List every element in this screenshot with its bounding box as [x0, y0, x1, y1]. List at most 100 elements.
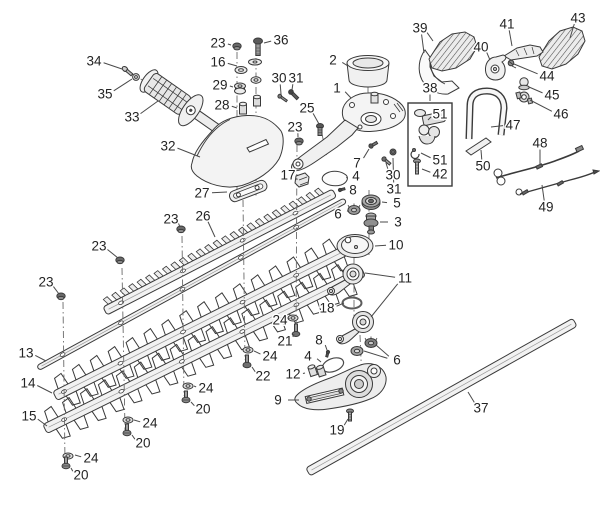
- screw-30-top: [277, 93, 289, 103]
- callout-30: 30: [271, 71, 286, 86]
- bracket-40: [485, 54, 507, 81]
- screw-8-lower: [325, 349, 331, 358]
- callout-24: 24: [83, 451, 99, 466]
- callout-34: 34: [86, 54, 102, 69]
- bolt-21: [291, 323, 301, 337]
- callout-17: 17: [280, 168, 295, 183]
- callout-24: 24: [262, 349, 278, 364]
- screw-30-right: [381, 156, 392, 166]
- bolt-36: [253, 37, 263, 56]
- blade-part-15: [43, 263, 365, 439]
- callout-24: 24: [142, 416, 158, 431]
- blade-washers-24: [62, 314, 299, 460]
- callout-51: 51: [432, 107, 447, 122]
- handle-washer-35: [132, 73, 140, 81]
- screw-44: [507, 59, 517, 69]
- callout-18: 18: [319, 301, 334, 316]
- callout-27: 27: [194, 186, 209, 201]
- gearbox-housing-9: [294, 363, 387, 411]
- gearcase-housing-1: [291, 91, 406, 172]
- locknut-23-top: [232, 42, 242, 51]
- callout-15: 15: [21, 409, 36, 424]
- throttle-cable-49: [515, 169, 600, 196]
- engine-starter-39: [418, 31, 478, 95]
- callout-33: 33: [124, 110, 139, 125]
- callout-24: 24: [272, 313, 288, 328]
- gasket-4-upper: [321, 170, 348, 187]
- blades-layer: [37, 187, 577, 476]
- callout-8: 8: [315, 333, 323, 348]
- callout-31: 31: [386, 182, 401, 197]
- blade-part-26: [102, 187, 336, 315]
- callout-26: 26: [195, 209, 210, 224]
- callout-10: 10: [388, 238, 403, 253]
- washers-16: [234, 58, 262, 84]
- callout-21: 21: [277, 334, 292, 349]
- callout-49: 49: [538, 200, 553, 215]
- throttle-lever-41: [503, 44, 544, 61]
- callout-4: 4: [304, 349, 312, 364]
- bolt-22: [242, 354, 252, 369]
- leader-lines: [35, 23, 575, 472]
- callout-30: 30: [385, 168, 400, 183]
- flanged-nut-29: [234, 82, 246, 95]
- clamp-46: [515, 91, 534, 105]
- clip-17: [294, 172, 310, 188]
- spacers-28: [239, 94, 261, 115]
- callout-23: 23: [287, 120, 302, 135]
- blade-part-13: [37, 198, 347, 370]
- callout-11: 11: [398, 271, 412, 286]
- callout-23: 23: [91, 239, 106, 254]
- callout-24: 24: [198, 381, 214, 396]
- clutch-drum-2: [346, 55, 390, 88]
- callout-38: 38: [422, 81, 437, 96]
- callout-51: 51: [432, 153, 447, 168]
- bracket-12: [307, 364, 327, 378]
- callout-48: 48: [532, 136, 547, 151]
- callout-39: 39: [412, 21, 427, 36]
- callout-7: 7: [353, 156, 361, 171]
- parts-layer: [56, 26, 600, 470]
- screw-25: [316, 123, 324, 136]
- cylinder-module-43: [538, 26, 586, 70]
- callout-6: 6: [334, 207, 342, 222]
- callout-5: 5: [393, 196, 401, 211]
- callout-46: 46: [553, 107, 568, 122]
- callout-43: 43: [570, 11, 585, 26]
- screw-8-upper: [337, 187, 346, 193]
- callout-44: 44: [539, 69, 555, 84]
- connecting-rod-11-upper: [327, 263, 364, 296]
- callout-23: 23: [38, 275, 53, 290]
- callout-41: 41: [499, 17, 514, 32]
- callout-36: 36: [273, 33, 288, 48]
- handle-screw-34: [121, 65, 134, 77]
- callout-20: 20: [73, 468, 88, 483]
- callout-50: 50: [475, 159, 490, 174]
- callout-14: 14: [20, 376, 36, 391]
- mount-strip-50: [465, 137, 492, 156]
- screw-31-top: [288, 89, 300, 101]
- callout-29: 29: [212, 78, 227, 93]
- connecting-rod-11-lower: [336, 311, 374, 345]
- callout-25: 25: [299, 101, 314, 116]
- screw-7: [368, 140, 379, 149]
- callout-9: 9: [274, 393, 282, 408]
- carburetor-kit-box-38: [407, 102, 453, 187]
- callout-13: 13: [18, 346, 33, 361]
- spacer-ring-18: [341, 296, 363, 310]
- throttle-cable-48: [493, 144, 585, 186]
- callout-20: 20: [135, 436, 150, 451]
- bearing-5: [361, 194, 381, 210]
- cam-disc-10: [336, 234, 374, 258]
- callout-47: 47: [505, 118, 520, 133]
- callout-16: 16: [210, 55, 225, 70]
- bearing-6-lower: [350, 336, 378, 356]
- blade-screws-20: [61, 390, 191, 470]
- callout-12: 12: [285, 367, 300, 382]
- nut-31-right: [389, 148, 397, 156]
- callout-20: 20: [195, 402, 210, 417]
- callout-23: 23: [210, 36, 225, 51]
- blade-clamp-plate-27: [228, 179, 268, 203]
